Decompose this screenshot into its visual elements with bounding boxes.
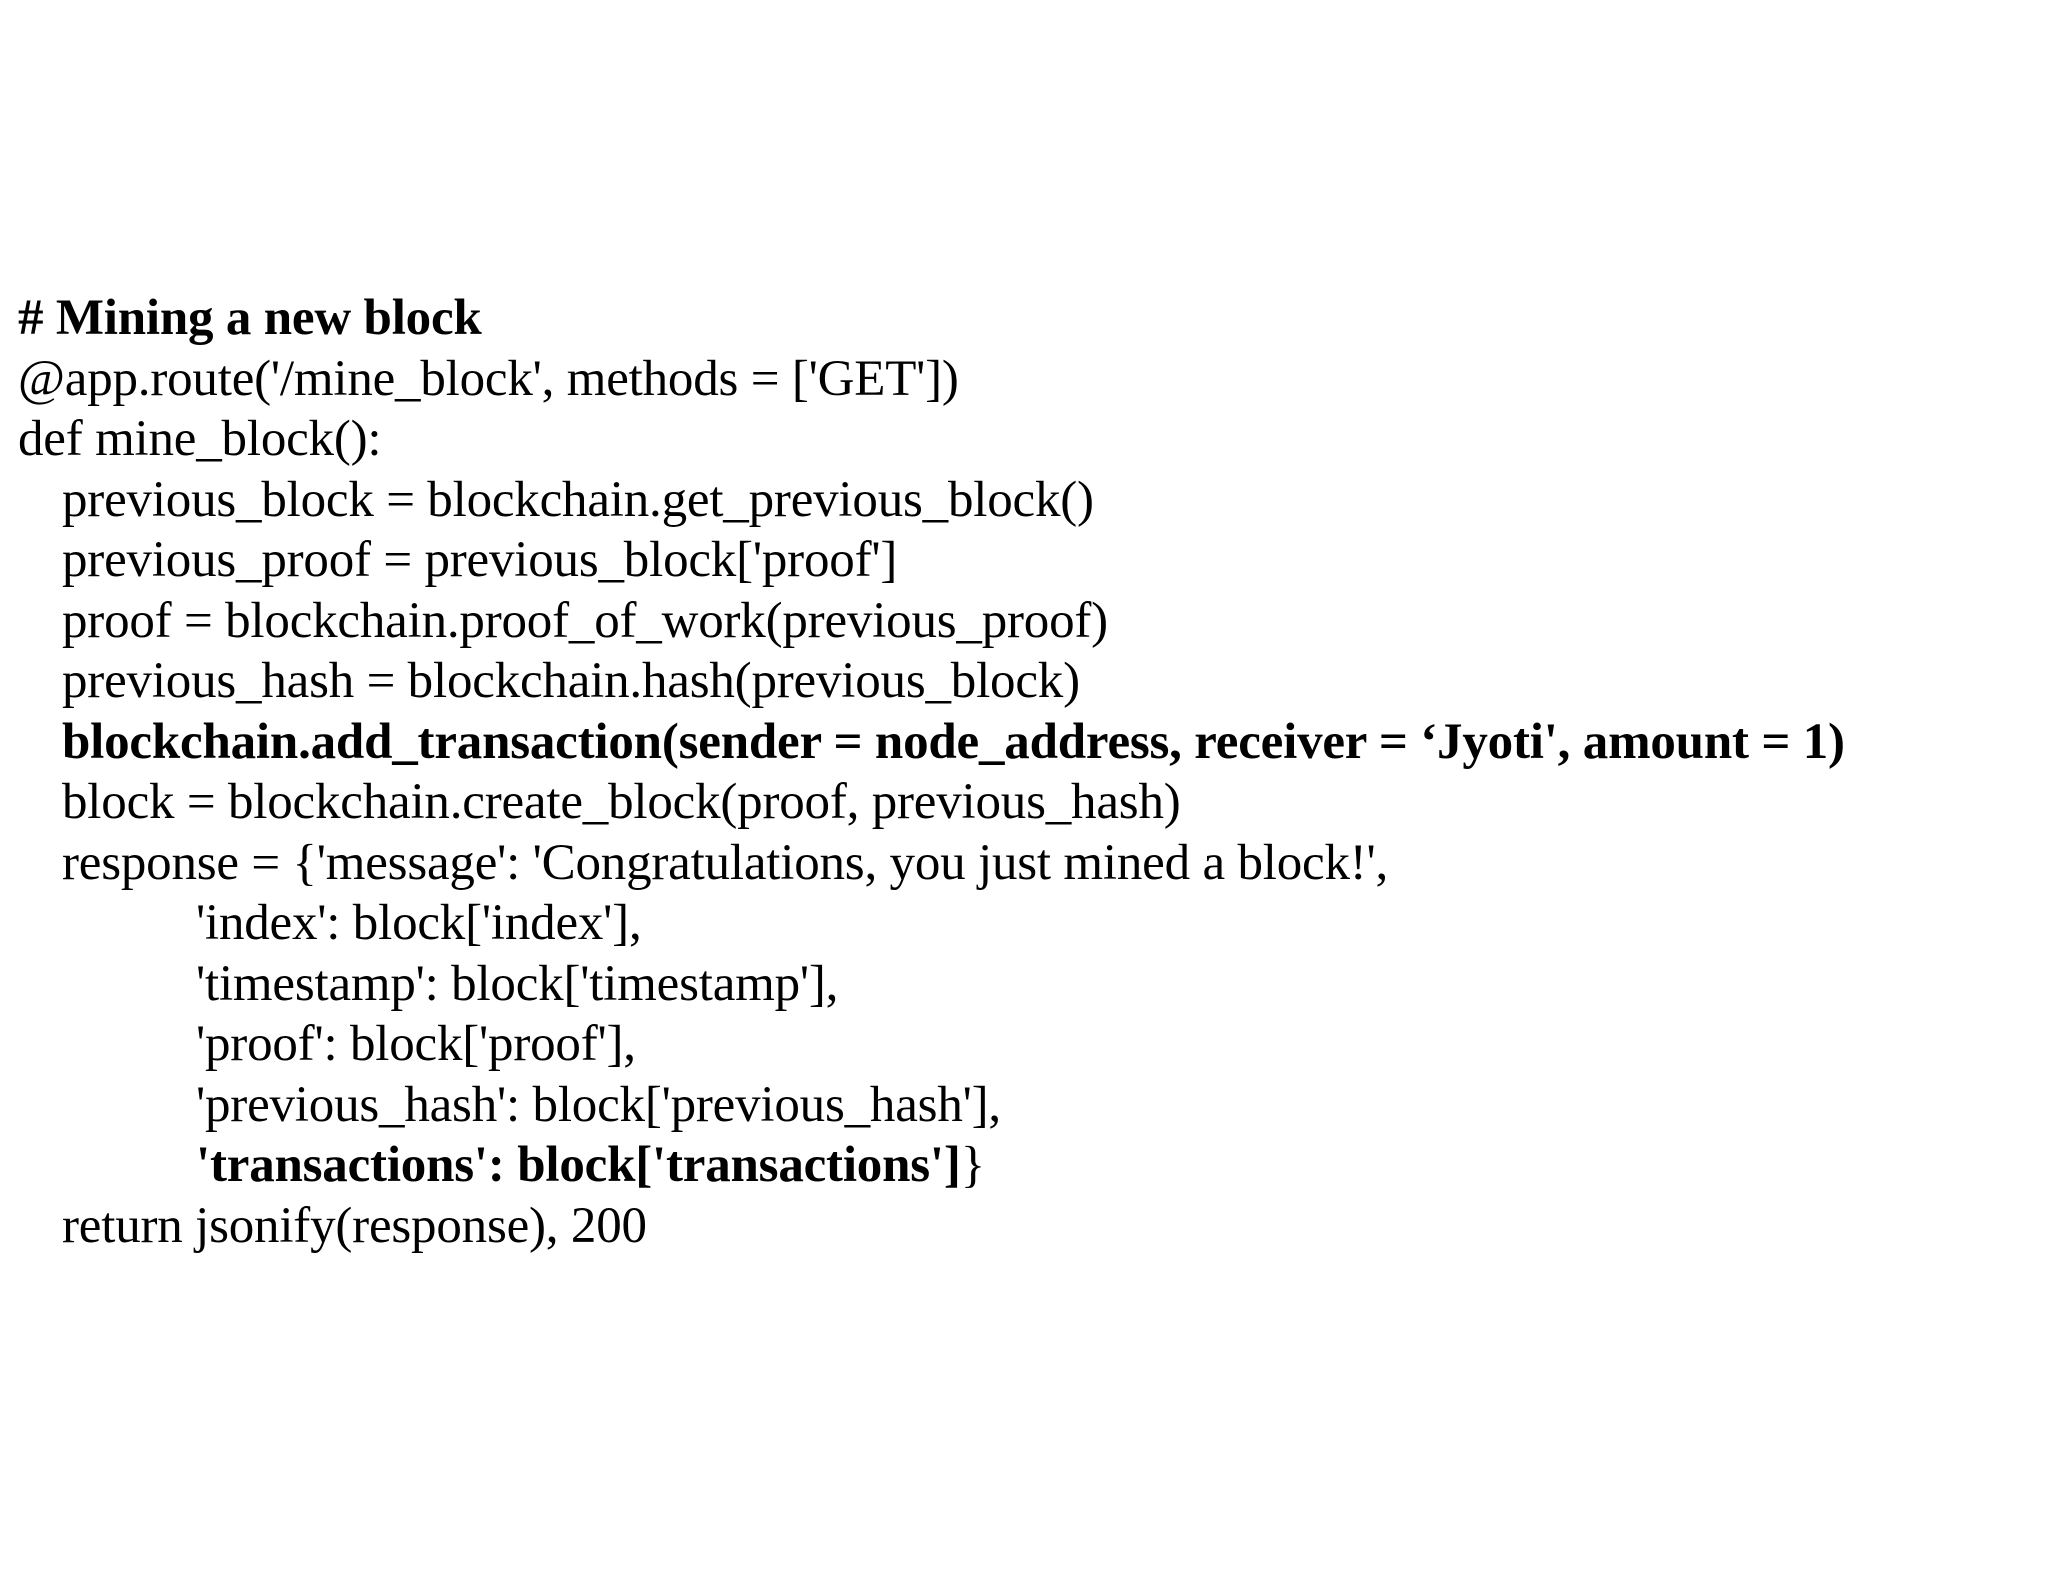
code-line-response-transactions: 'transactions': block['transactions']}: [18, 1135, 2028, 1196]
code-line-def-mine-block: def mine_block():: [18, 411, 382, 467]
code-line-add-transaction: blockchain.add_transaction(sender = node…: [62, 713, 1845, 770]
code-line-response-previous-hash: 'previous_hash': block['previous_hash'],: [196, 1076, 1001, 1133]
code-line-create-block: block = blockchain.create_block(proof, p…: [62, 774, 1181, 830]
code-line-response-transactions-brace: }: [960, 1137, 985, 1193]
code-line-response-transactions-text: 'transactions': block['transactions']: [196, 1137, 961, 1193]
code-line-response-proof: 'proof': block['proof'],: [196, 1016, 636, 1072]
code-line-previous-proof: previous_proof = previous_block['proof']: [62, 532, 898, 588]
code-line-proof-of-work: proof = blockchain.proof_of_work(previou…: [62, 592, 1108, 649]
code-line-response-timestamp: 'timestamp': block['timestamp'],: [196, 955, 839, 1012]
code-block: # Mining a new block @app.route('/mine_b…: [18, 288, 2028, 1256]
code-line-previous-hash: previous_hash = blockchain.hash(previous…: [62, 653, 1080, 709]
code-line-response-message: response = {'message': 'Congratulations,…: [62, 834, 1389, 891]
code-line-response-index: 'index': block['index'],: [196, 895, 642, 951]
code-line-return-jsonify: return jsonify(response), 200: [62, 1197, 647, 1254]
code-line-route-decorator: @app.route('/mine_block', methods = ['GE…: [18, 350, 959, 407]
code-line-previous-block: previous_block = blockchain.get_previous…: [62, 471, 1094, 528]
code-line-comment-header: # Mining a new block: [18, 290, 482, 346]
